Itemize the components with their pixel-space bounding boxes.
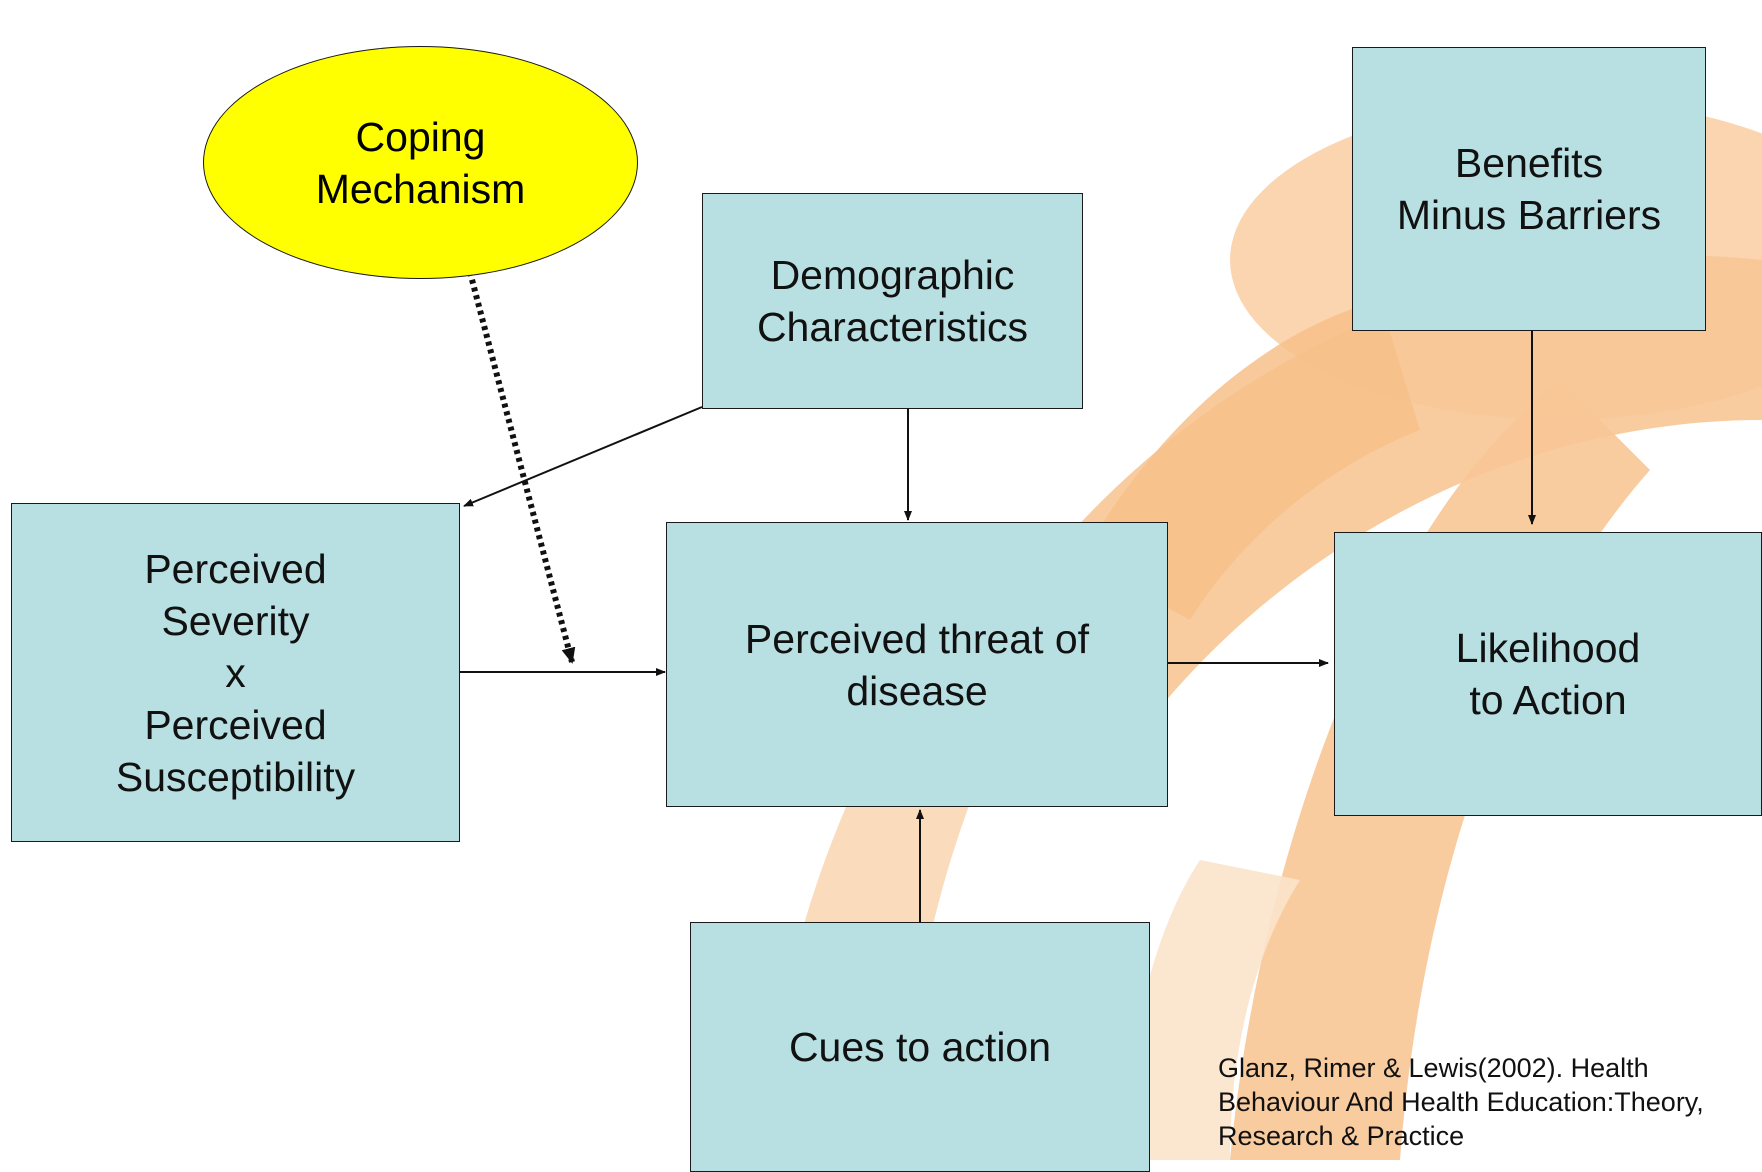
demographic-characteristics-node: Demographic Characteristics xyxy=(702,193,1083,409)
perceived-threat-label: Perceived threat of disease xyxy=(744,615,1090,714)
benefits-minus-barriers-node: Benefits Minus Barriers xyxy=(1352,47,1706,331)
benefits-minus-barriers-label: Benefits Minus Barriers xyxy=(1396,140,1662,238)
likelihood-to-action-node: Likelihood to Action xyxy=(1334,532,1762,816)
demographic-characteristics-label: Demographic Characteristics xyxy=(756,252,1029,350)
cues-to-action-node: Cues to action xyxy=(690,922,1150,1172)
cues-to-action-label: Cues to action xyxy=(788,1024,1052,1070)
perceived-threat-node: Perceived threat of disease xyxy=(666,522,1168,807)
arrow-coping-to-threat xyxy=(467,271,576,664)
citation-text: Glanz, Rimer & Lewis(2002). Health Behav… xyxy=(1218,1053,1704,1151)
perceived-severity-susceptibility-label: Perceived Severity x Perceived Susceptib… xyxy=(115,545,356,800)
arrow-demographic-to-severity xyxy=(463,406,703,507)
likelihood-to-action-label: Likelihood to Action xyxy=(1455,625,1641,723)
perceived-severity-susceptibility-node: Perceived Severity x Perceived Susceptib… xyxy=(11,503,460,842)
coping-mechanism-label: Coping Mechanism xyxy=(315,113,526,212)
coping-mechanism-node: Coping Mechanism xyxy=(203,46,638,279)
